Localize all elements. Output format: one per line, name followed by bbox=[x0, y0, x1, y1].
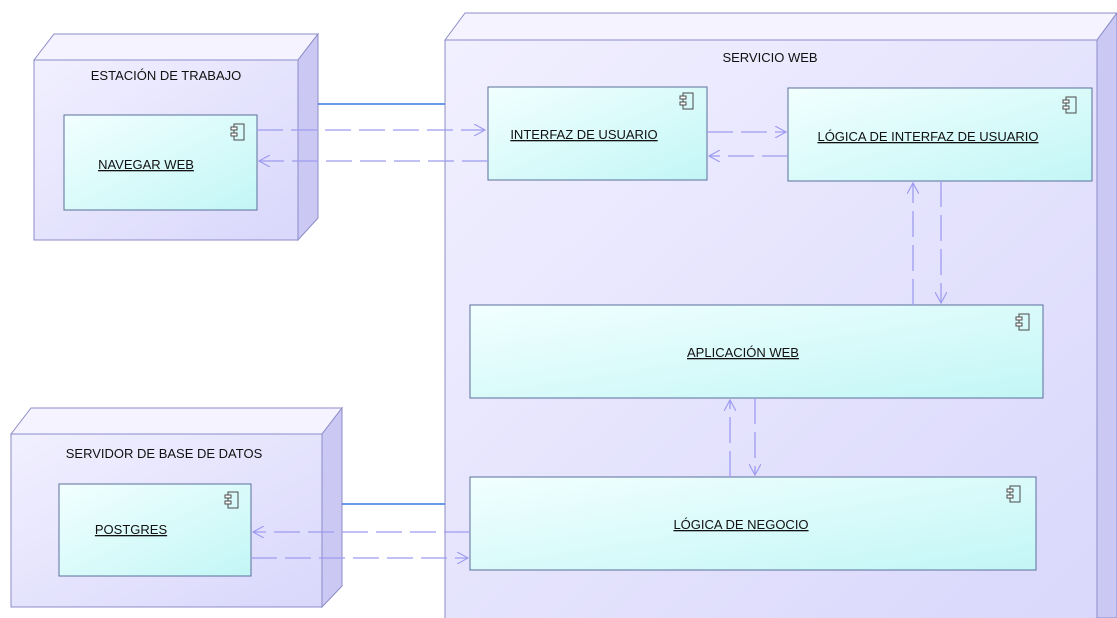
web-service-title: SERVICIO WEB bbox=[722, 50, 817, 65]
workstation-title: ESTACIÓN DE TRABAJO bbox=[91, 68, 242, 83]
component-navegar-web[interactable]: NAVEGAR WEB bbox=[63, 114, 258, 211]
component-logica-negocio[interactable]: LÓGICA DE NEGOCIO bbox=[469, 476, 1037, 571]
component-label: LÓGICA DE INTERFAZ DE USUARIO bbox=[817, 129, 1038, 144]
db-server-title: SERVIDOR DE BASE DE DATOS bbox=[66, 446, 263, 461]
component-postgres[interactable]: POSTGRES bbox=[58, 483, 252, 577]
component-logica-interfaz[interactable]: LÓGICA DE INTERFAZ DE USUARIO bbox=[787, 87, 1093, 182]
component-label: POSTGRES bbox=[95, 522, 168, 537]
component-label: NAVEGAR WEB bbox=[98, 157, 194, 172]
component-label: APLICACIÓN WEB bbox=[687, 345, 799, 360]
component-interfaz-usuario[interactable]: INTERFAZ DE USUARIO bbox=[487, 86, 708, 181]
component-label: INTERFAZ DE USUARIO bbox=[510, 127, 657, 142]
component-label: LÓGICA DE NEGOCIO bbox=[673, 517, 808, 532]
component-aplicacion-web[interactable]: APLICACIÓN WEB bbox=[469, 304, 1044, 399]
